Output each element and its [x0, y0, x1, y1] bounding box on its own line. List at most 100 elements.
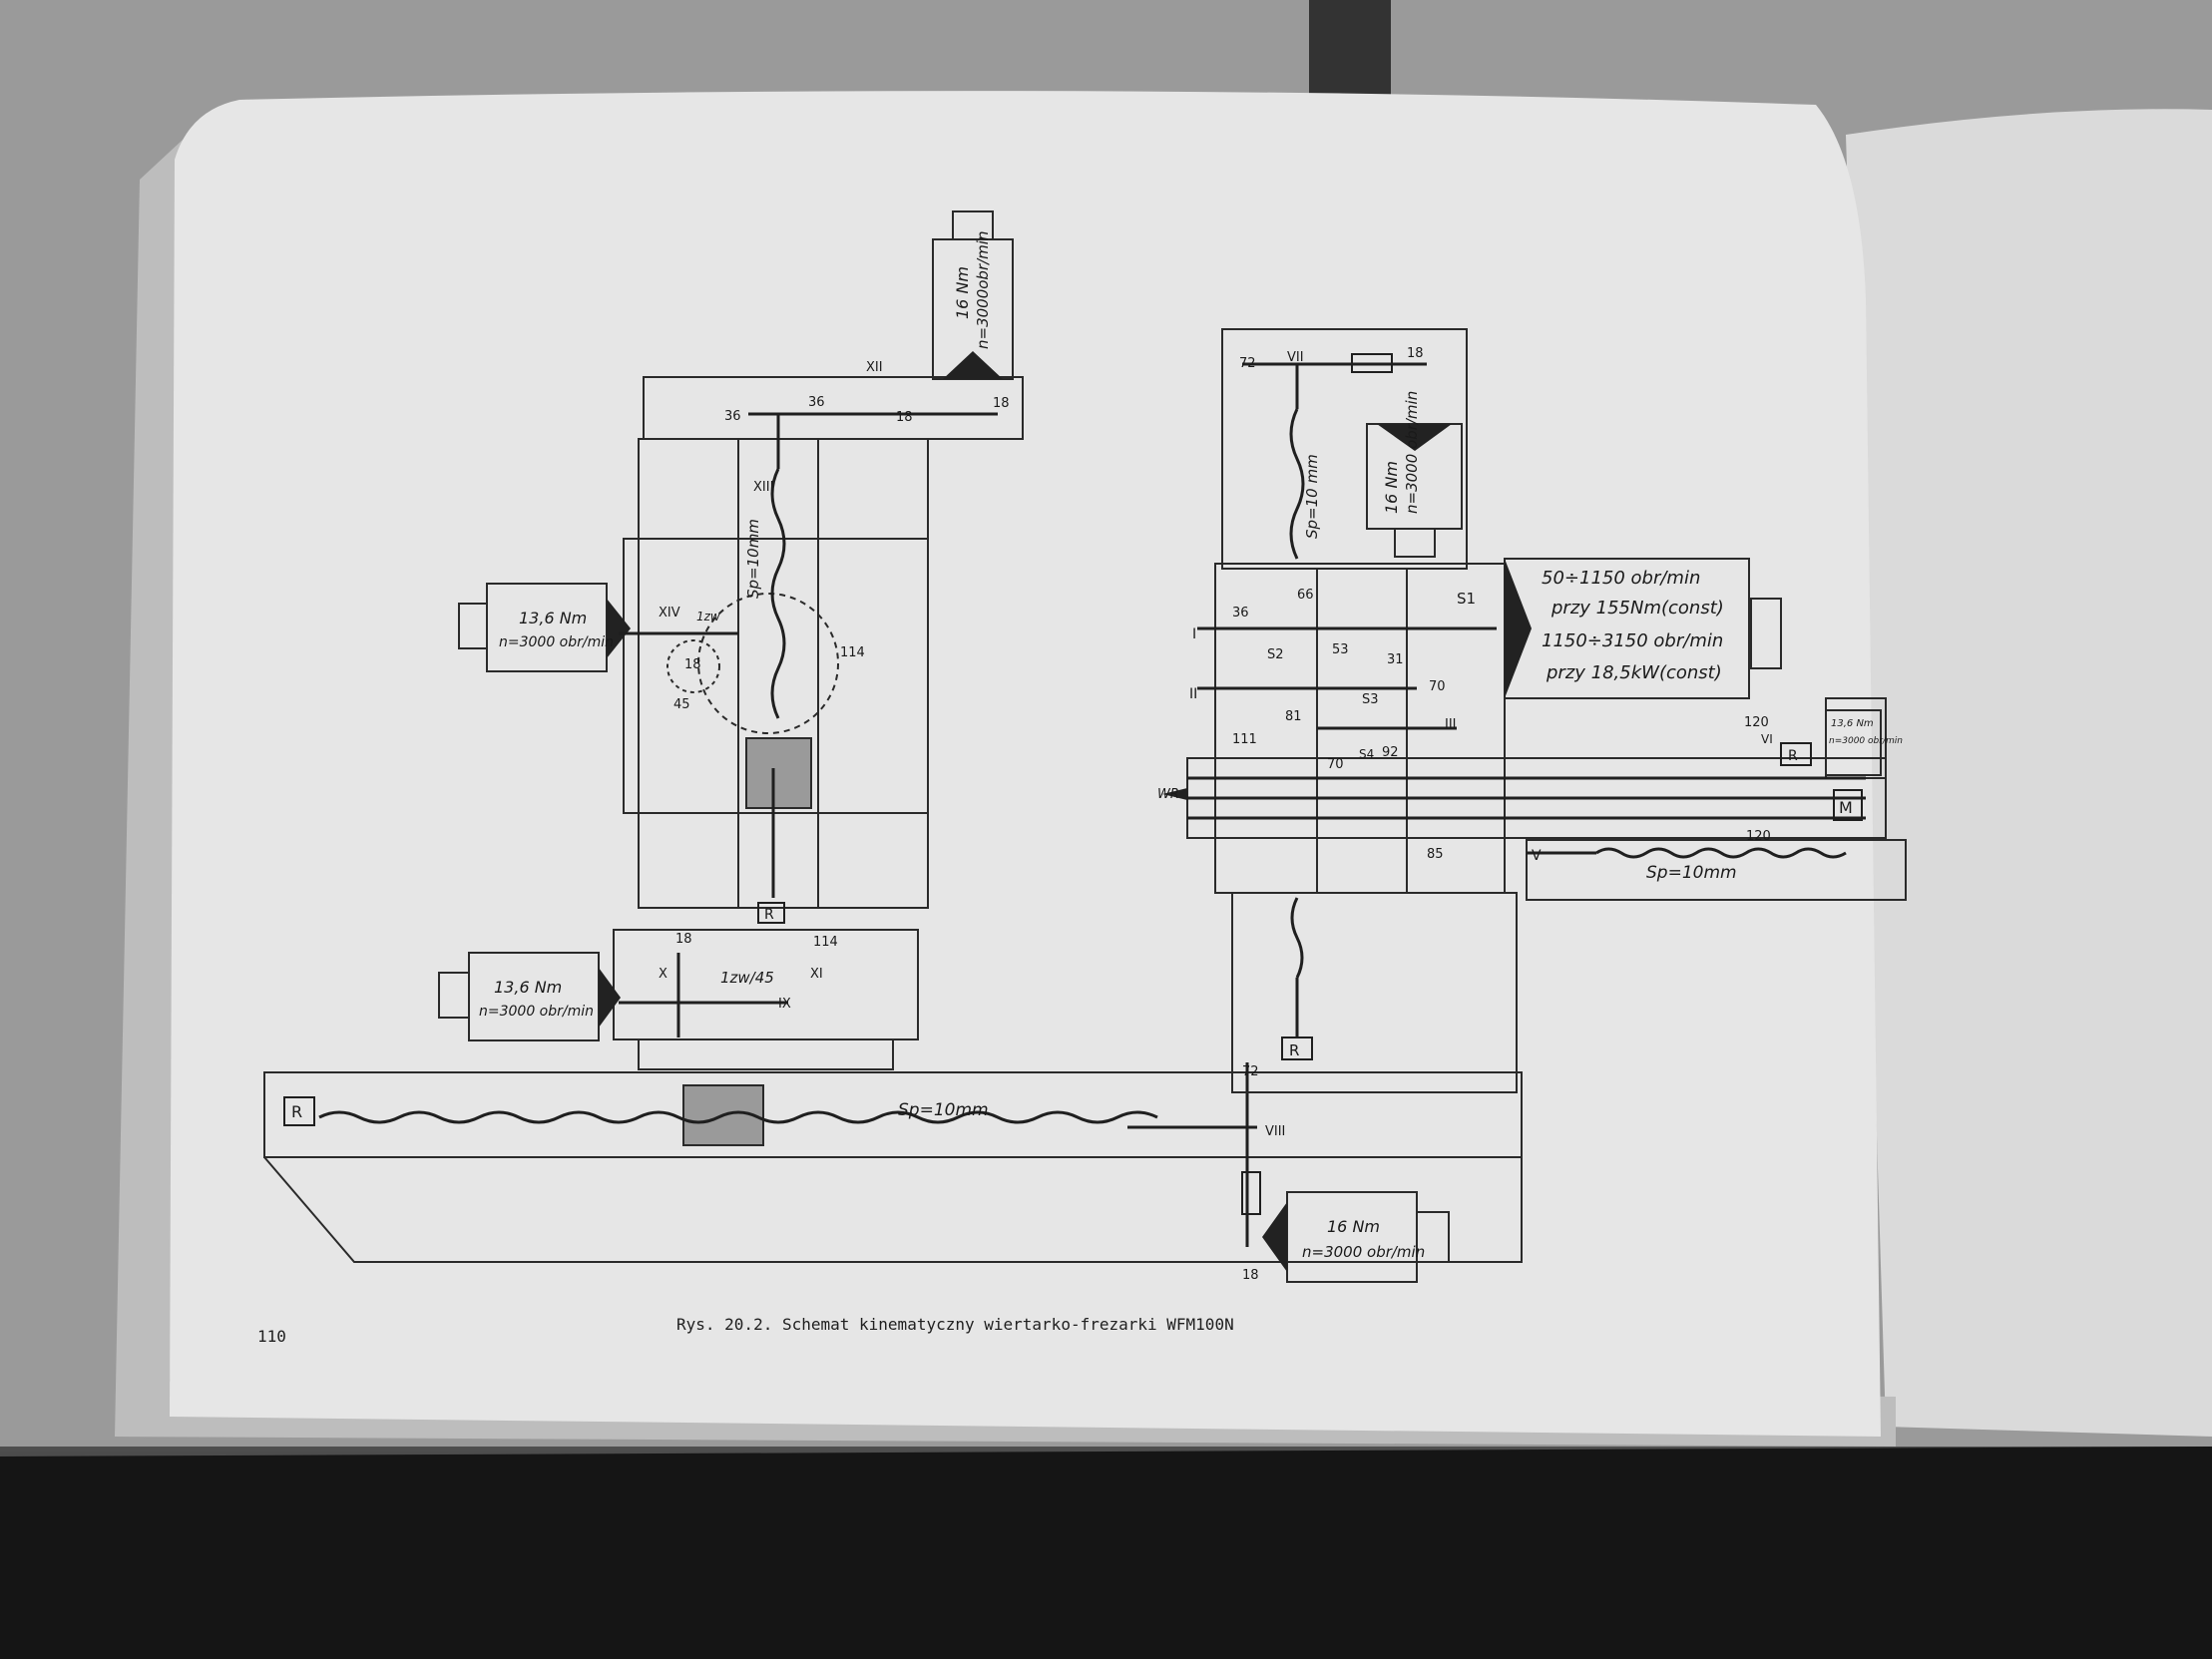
spindle-arrow — [1162, 788, 1187, 800]
page-number: 110 — [257, 1327, 286, 1346]
teeth-36a: 36 — [724, 409, 741, 424]
spindle-motor-box — [1833, 789, 1863, 821]
right-page — [1846, 109, 2212, 1437]
roman-VIII: VIII — [1265, 1124, 1285, 1139]
motor-right-small-torque: 13,6 Nm — [1831, 718, 1874, 729]
motor-left-head-pointer — [607, 599, 631, 658]
teeth-18f: 18 — [1242, 1268, 1259, 1283]
teeth-18a: 18 — [896, 410, 913, 425]
teeth-31: 31 — [1387, 652, 1404, 667]
motor-right-top-speed: n=3000 obr/min — [1403, 391, 1421, 514]
spindle-range-3: 1150÷3150 obr/min — [1542, 630, 1723, 651]
roman-XI: XI — [810, 967, 823, 982]
motor-bottom-torque: 16 Nm — [1327, 1217, 1380, 1236]
left-shafts — [318, 412, 1257, 1247]
encoder-right — [1281, 1037, 1313, 1060]
teeth-18b: 18 — [993, 396, 1010, 411]
teeth-36c: 36 — [1232, 606, 1249, 621]
roman-IX: IX — [778, 997, 791, 1012]
motor-top-left-torque: 16 Nm — [953, 266, 972, 319]
roman-III: III — [1445, 717, 1457, 732]
roman-II: II — [1189, 686, 1197, 702]
clutch-s2: S2 — [1267, 647, 1284, 662]
teeth-53: 53 — [1332, 642, 1349, 657]
motor-left-head-speed: n=3000 obr/min — [499, 634, 614, 650]
spindle-motor-label: M — [1839, 798, 1853, 817]
teeth-120a: 120 — [1744, 715, 1769, 730]
motor-right-small-speed: n=3000 obr/min — [1829, 736, 1903, 746]
teeth-111: 111 — [1232, 732, 1257, 747]
motor-left-table-fan — [438, 972, 470, 1019]
roman-I: I — [1192, 626, 1196, 642]
teeth-114b: 114 — [813, 935, 838, 950]
teeth-18d: 18 — [675, 932, 692, 947]
teeth-45: 45 — [673, 697, 690, 712]
motor-top-left-fan — [952, 210, 994, 240]
motor-right-top-fan — [1394, 528, 1436, 558]
teeth-85: 85 — [1427, 847, 1444, 862]
teeth-81: 81 — [1285, 709, 1302, 724]
book-page — [170, 91, 1881, 1438]
roman-XII: XII — [866, 360, 883, 375]
teeth-70a: 70 — [1429, 679, 1446, 694]
motor-bottom-pointer — [1262, 1202, 1287, 1272]
pitch-vertical-left: Sp=10mm — [744, 519, 762, 599]
bookmark-ribbon — [1309, 0, 1391, 95]
motor-top-left-pointer — [943, 351, 1003, 379]
teeth-36b: 36 — [808, 395, 825, 410]
clutch-s3: S3 — [1362, 692, 1379, 707]
clutch-s4: S4 — [1359, 747, 1374, 761]
encoder-table-label: R — [291, 1102, 302, 1121]
pitch-vertical-right: Sp=10 mm — [1303, 454, 1321, 539]
roman-XIII: XIII — [753, 480, 773, 495]
teeth-92: 92 — [1382, 745, 1399, 760]
right-shafts — [1187, 362, 1866, 1037]
motor-right-top-pointer — [1377, 424, 1452, 451]
roman-V: V — [1532, 848, 1542, 864]
teeth-120b: 120 — [1746, 829, 1771, 844]
teeth-70b: 70 — [1327, 757, 1344, 772]
encoder-head-label: R — [764, 907, 774, 923]
motor-left-table-speed: n=3000 obr/min — [479, 1004, 594, 1020]
teeth-72b: 72 — [1242, 1064, 1259, 1079]
encoder-right-label: R — [1289, 1041, 1299, 1059]
clutch-bottom — [1241, 1171, 1261, 1215]
teeth-72a: 72 — [1239, 356, 1256, 371]
motor-top-left-text: 16 Nm n=3000obr/min — [953, 231, 992, 349]
motor-right-top-text: 16 Nm n=3000 obr/min — [1382, 391, 1421, 514]
teeth-66: 66 — [1297, 588, 1314, 603]
motor-bottom-speed: n=3000 obr/min — [1302, 1243, 1425, 1261]
spindle-range-4: przy 18,5kW(const) — [1546, 662, 1722, 683]
motor-left-head-fan — [458, 603, 488, 649]
encoder-head — [757, 902, 785, 924]
spindle-range-2: przy 155Nm(const) — [1550, 598, 1724, 619]
roman-VII: VII — [1287, 350, 1304, 365]
motor-right-fan — [1750, 598, 1782, 669]
motor-left-table-pointer — [599, 968, 621, 1028]
pitch-horizontal-bottom: Sp=10mm — [898, 1100, 989, 1120]
roman-XIV: XIV — [659, 606, 680, 621]
spindle-box-pointer — [1505, 559, 1532, 698]
roman-VI: VI — [1761, 732, 1773, 746]
roman-X: X — [659, 967, 667, 982]
motor-left-table-torque: 13,6 Nm — [494, 978, 562, 997]
encoder-table — [283, 1096, 315, 1126]
motor-right-small — [1825, 709, 1882, 776]
worm-table-label: 1zw/45 — [720, 969, 774, 987]
dark-foreground — [0, 1447, 2212, 1659]
motor-right-top-torque: 16 Nm — [1382, 461, 1401, 514]
worm-top-label: 1zw — [696, 610, 720, 623]
teeth-labels: 36 36 18 18 114 45 18 18 114 72 18 72 18… — [673, 346, 1771, 1283]
motor-top-left-speed: n=3000obr/min — [974, 231, 992, 349]
motor-bottom-fan — [1416, 1211, 1450, 1263]
teeth-18c: 18 — [684, 657, 701, 672]
left-assembly — [263, 376, 1523, 1263]
motor-left-head-torque: 13,6 Nm — [519, 609, 587, 627]
clutch-s1: S1 — [1457, 590, 1476, 608]
teeth-114a: 114 — [840, 645, 865, 660]
encoder-spindle-label: R — [1788, 748, 1798, 764]
spindle-wr-label: WR — [1157, 787, 1179, 802]
teeth-18e: 18 — [1407, 346, 1424, 361]
